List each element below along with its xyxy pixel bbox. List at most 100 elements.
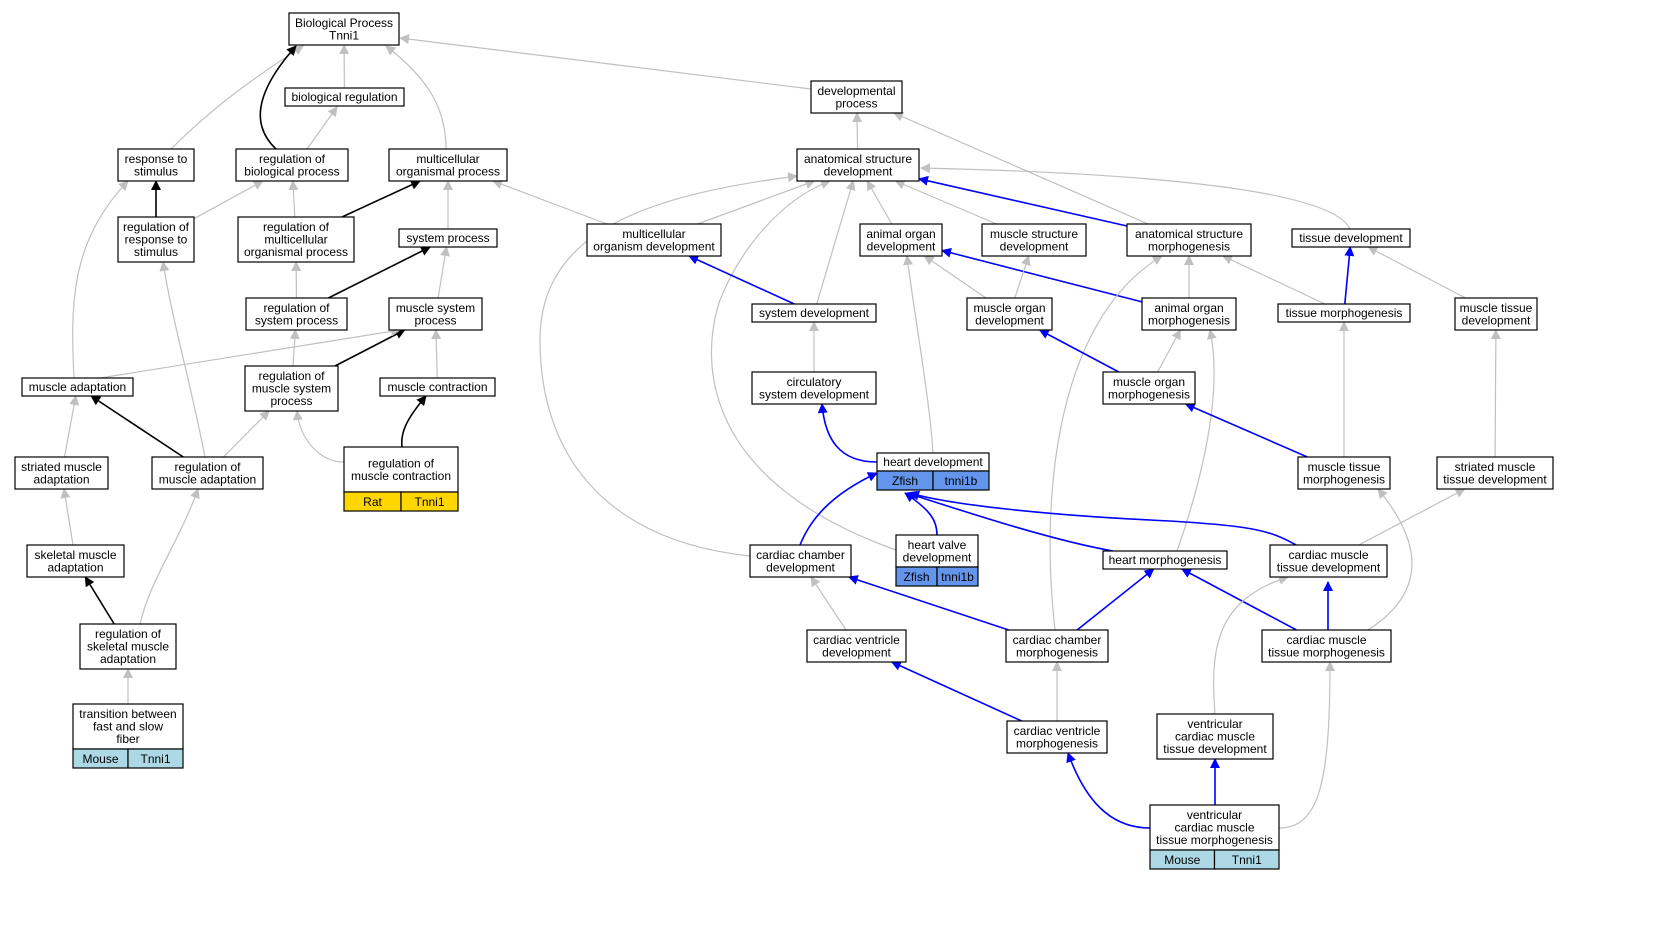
node-sysdev[interactable]: system development — [751, 303, 877, 323]
edge-regmcop-to-mcop — [341, 180, 421, 218]
node-label-line: muscle tissue — [1308, 460, 1381, 474]
species-label: Mouse — [82, 752, 118, 766]
node-label-line: regulation of — [368, 456, 435, 470]
edge-msd-to-asd — [894, 179, 997, 225]
node-label-line: cardiac muscle — [1175, 730, 1255, 744]
node-hm[interactable]: heart morphogenesis — [1102, 550, 1228, 570]
node-label-line: striated muscle — [1455, 460, 1536, 474]
node-label-line: muscle system — [396, 301, 475, 315]
node-label-line: regulation of — [123, 220, 190, 234]
node-label-line: heart morphogenesis — [1109, 553, 1222, 567]
node-box — [245, 297, 348, 331]
edge-tisdev-to-asd — [920, 163, 1351, 230]
node-bioreg[interactable]: biological regulation — [284, 87, 405, 107]
node-label-line: development — [975, 313, 1044, 327]
edge-hvd-to-heartdev — [904, 492, 938, 536]
node-label-line: anatomical structure — [804, 152, 912, 166]
edge-sysdev-to-mcod — [688, 255, 795, 305]
edge-aom-to-aod — [941, 247, 1143, 303]
node-sysproc[interactable]: system process — [398, 228, 498, 248]
edge-asm-to-asd — [918, 175, 1128, 227]
node-label-line: cardiac ventricle — [813, 633, 900, 647]
node-label-line: tissue development — [1299, 231, 1403, 245]
node-box — [14, 456, 109, 490]
edge-mtm-to-mom — [1184, 403, 1308, 458]
edge-regcont-to-regmussys — [292, 410, 345, 463]
edge-regskel-to-regmusadapt — [139, 488, 200, 625]
node-box — [1291, 228, 1411, 248]
node-muscont[interactable]: muscle contraction — [379, 377, 496, 397]
node-label-line: muscle contraction — [351, 469, 451, 483]
edge-regbio-to-bp — [259, 45, 297, 150]
node-tismorph[interactable]: tissue morphogenesis — [1277, 303, 1411, 323]
edge-mom-to-aom — [1157, 329, 1181, 373]
node-label-line: muscle adaptation — [159, 472, 256, 486]
edge-tismorph-to-tisdev — [1344, 246, 1355, 305]
node-label-line: ventricular — [1187, 717, 1242, 731]
node-label-line: Tnni1 — [329, 28, 359, 42]
node-label-line: morphogenesis — [1303, 472, 1385, 486]
edge-asm-to-devproc — [893, 112, 1149, 225]
node-label-line: adaptation — [33, 472, 89, 486]
edge-vcmtd-to-cmtd — [1213, 574, 1289, 715]
gene-label: tnni1b — [941, 570, 974, 584]
node-box — [379, 377, 496, 397]
node-box — [751, 371, 877, 405]
node-box — [151, 456, 264, 490]
node-label-line: transition between — [79, 707, 176, 721]
gene-cell — [127, 748, 184, 769]
node-box — [284, 87, 405, 107]
node-tisdev[interactable]: tissue development — [1291, 228, 1411, 248]
species-label: Rat — [363, 495, 382, 509]
node-label-line: regulation of — [95, 627, 162, 641]
node-label-line: skeletal muscle — [87, 640, 169, 654]
edge-resp-to-bp — [170, 45, 304, 150]
gene-label: tnni1b — [945, 474, 978, 488]
node-label-line: fast and slow — [93, 720, 163, 734]
node-musadapt[interactable]: muscle adaptation — [21, 377, 134, 397]
edge-ccm-to-asm — [1049, 255, 1163, 631]
node-label-line: ventricular — [1187, 808, 1242, 822]
node-box — [343, 446, 459, 493]
edge-mussys-to-sysproc — [437, 246, 450, 299]
